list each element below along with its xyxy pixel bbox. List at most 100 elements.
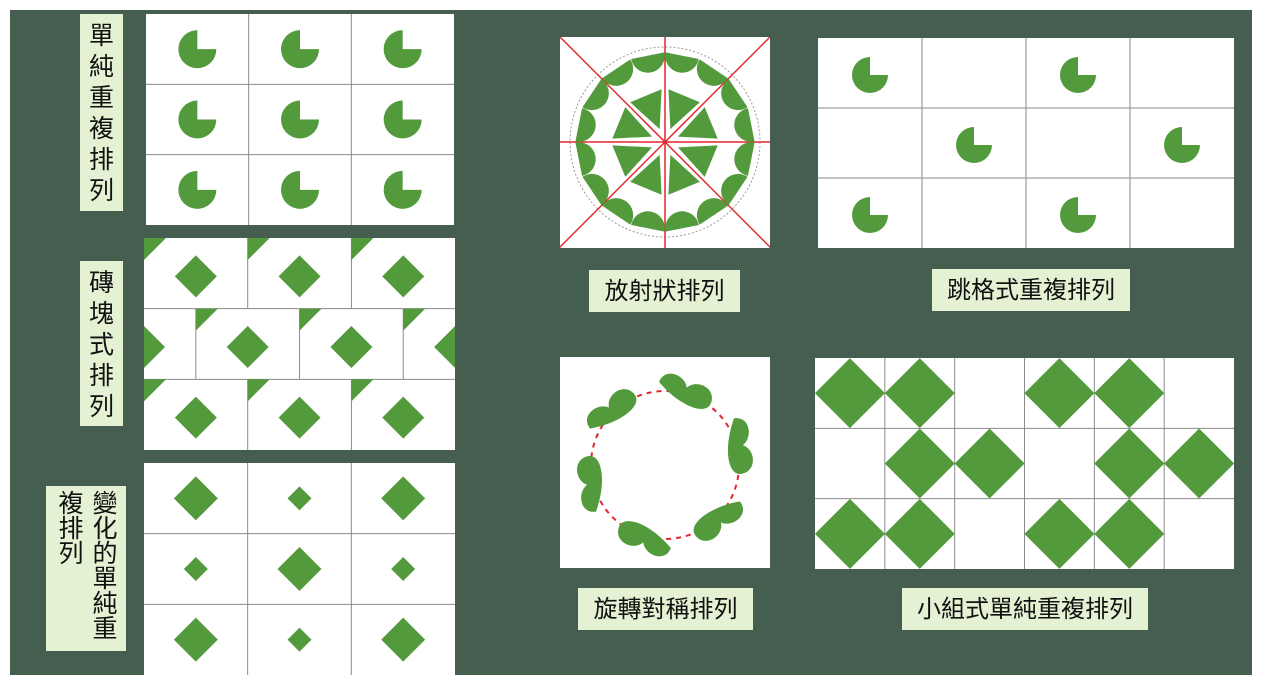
- pie-shape-icon: [281, 101, 319, 139]
- diamond-shape-icon: [885, 499, 955, 569]
- petal-group: [662, 208, 699, 231]
- diamond-shape-icon: [288, 628, 312, 652]
- petal-group: [631, 208, 668, 231]
- pie-shape-icon: [1060, 197, 1096, 233]
- diamond-shape-icon: [381, 476, 425, 520]
- petal-group: [731, 139, 754, 176]
- panel-rotational: [560, 357, 770, 568]
- heart-petal-icon: [689, 492, 748, 547]
- panel-skip: [818, 38, 1234, 248]
- diamond-shape-icon: [330, 326, 372, 368]
- pie-shape-icon: [178, 101, 216, 139]
- guide-ray: [665, 142, 770, 248]
- corner-triangle-icon: [351, 379, 373, 401]
- corner-triangle-icon: [351, 238, 373, 260]
- petal-group: [575, 108, 598, 145]
- semicircle-petal-icon: [575, 108, 598, 145]
- corner-triangle-icon: [196, 309, 218, 331]
- group-graphic: [815, 358, 1234, 569]
- diamond-shape-icon: [885, 429, 955, 499]
- pie-shape-icon: [384, 171, 422, 209]
- diamond-shape-icon: [279, 255, 321, 297]
- diamond-shape-icon: [815, 358, 885, 428]
- pie-shape-icon: [956, 127, 992, 163]
- diamond-shape-icon: [144, 326, 165, 368]
- semicircle-petal-icon: [662, 208, 699, 231]
- skip-graphic: [818, 38, 1234, 248]
- corner-triangle-icon: [300, 309, 322, 331]
- panel-radial: [560, 37, 770, 248]
- pie-shape-icon: [384, 30, 422, 68]
- pie-shape-icon: [384, 101, 422, 139]
- semicircle-petal-icon: [631, 208, 668, 231]
- rotational-graphic: [560, 357, 770, 568]
- panel-group: [815, 358, 1234, 569]
- variation-graphic: [144, 463, 455, 675]
- heart-petal-icon: [582, 383, 641, 438]
- label-group: 小組式單純重複排列: [902, 588, 1148, 630]
- petal-group: [575, 139, 598, 176]
- pie-shape-icon: [1060, 57, 1096, 93]
- corner-triangle-icon: [144, 379, 166, 401]
- petal-group: [731, 108, 754, 145]
- petal-group: [662, 52, 699, 75]
- brick-graphic: [144, 238, 455, 450]
- diamond-shape-icon: [175, 397, 217, 439]
- pie-shape-icon: [852, 57, 888, 93]
- guide-ray: [560, 142, 665, 248]
- semicircle-petal-icon: [731, 139, 754, 176]
- label-brick: 磚塊式排列: [80, 261, 123, 426]
- label-brick-text: 磚塊式排列: [89, 267, 114, 422]
- semicircle-petal-icon: [662, 52, 699, 75]
- diamond-shape-icon: [381, 618, 425, 662]
- radial-graphic: [560, 37, 770, 248]
- diamond-shape-icon: [815, 499, 885, 569]
- pie-shape-icon: [178, 171, 216, 209]
- pie-shape-icon: [852, 197, 888, 233]
- diamond-shape-icon: [434, 326, 455, 368]
- label-group-text: 小組式單純重複排列: [917, 595, 1133, 623]
- label-rotational: 旋轉對稱排列: [578, 588, 753, 630]
- panel-simple-repeat: [146, 14, 454, 225]
- label-skip: 跳格式重複排列: [932, 269, 1130, 311]
- pie-shape-icon: [1164, 127, 1200, 163]
- diamond-shape-icon: [382, 397, 424, 439]
- diamond-shape-icon: [1024, 499, 1094, 569]
- diamond-shape-icon: [174, 476, 218, 520]
- label-radial: 放射狀排列: [589, 270, 740, 312]
- corner-triangle-icon: [403, 309, 425, 331]
- pie-shape-icon: [281, 171, 319, 209]
- diamond-shape-icon: [955, 429, 1025, 499]
- heart-group: [582, 383, 641, 438]
- panel-variation: [144, 463, 455, 675]
- heart-group: [689, 492, 748, 547]
- pie-shape-icon: [178, 30, 216, 68]
- guide-ray: [560, 37, 665, 142]
- diamond-shape-icon: [278, 547, 322, 591]
- label-rotational-text: 旋轉對稱排列: [594, 595, 738, 623]
- diamond-shape-icon: [288, 486, 312, 510]
- label-simple-repeat: 單純重複排列: [80, 14, 123, 211]
- pie-shape-icon: [281, 30, 319, 68]
- diamond-shape-icon: [885, 358, 955, 428]
- diamond-shape-icon: [184, 557, 208, 581]
- heart-petal-icon: [655, 370, 716, 413]
- label-skip-text: 跳格式重複排列: [947, 276, 1115, 304]
- diamond-shape-icon: [279, 397, 321, 439]
- label-variation: 複排列 變化的單純重: [46, 486, 126, 651]
- heart-group: [655, 370, 716, 413]
- diamond-shape-icon: [227, 326, 269, 368]
- petal-group: [631, 52, 668, 75]
- simple-repeat-graphic: [146, 14, 454, 225]
- heart-group: [574, 454, 608, 513]
- label-variation-col2: 複排列: [56, 490, 82, 565]
- semicircle-petal-icon: [631, 52, 668, 75]
- corner-triangle-icon: [248, 238, 270, 260]
- diamond-shape-icon: [1094, 358, 1164, 428]
- diamond-shape-icon: [1094, 499, 1164, 569]
- pattern-board: 單純重複排列 磚塊式排列 複排列 變化的單純重 放射狀排列 跳格式重複排列 旋轉…: [10, 10, 1252, 675]
- diamond-shape-icon: [391, 557, 415, 581]
- heart-group: [614, 517, 675, 560]
- heart-petal-icon: [574, 454, 608, 513]
- diamond-shape-icon: [382, 255, 424, 297]
